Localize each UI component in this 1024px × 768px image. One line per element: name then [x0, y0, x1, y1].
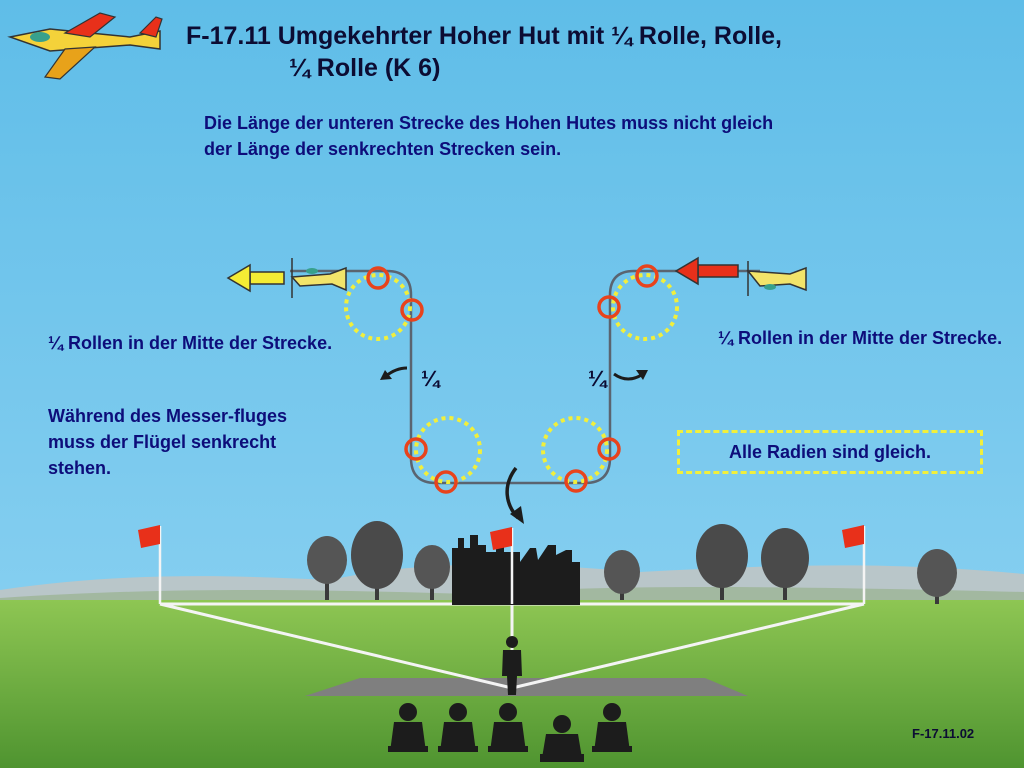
note-knife-edge: Während des Messer-fluges muss der Flüge… [48, 406, 288, 478]
entry-arrow-icon [674, 256, 739, 286]
roll-marker [366, 264, 659, 494]
figure-code: F-17.11.02 [912, 726, 975, 741]
arrowhead-icon [380, 370, 392, 380]
tree-icon [307, 521, 957, 604]
note-radii: Alle Radien sind gleich. [677, 430, 983, 474]
fraction-right: ¼ [588, 366, 607, 391]
arrowhead-icon [510, 506, 524, 524]
note-left-quarter-roll: ¼ Rollen in der Mitte der Strecke. [48, 333, 333, 353]
castle-silhouette-icon [452, 535, 580, 605]
page-title: F-17.11 Umgekehrter Hoher Hut mit ¼ Roll… [186, 22, 782, 50]
radius-circle [344, 273, 679, 484]
note-right-quarter-roll: ¼ Rollen in der Mitte der Strecke. [718, 328, 1003, 348]
page-title-continued: ¼ Rolle (K 6) [289, 54, 441, 82]
fraction-left: ¼ [421, 366, 440, 391]
runway [305, 678, 748, 696]
red-flag-icon [138, 525, 162, 604]
exit-arrow-icon [226, 263, 285, 293]
flight-path [290, 269, 760, 485]
judge-silhouette-icon [388, 703, 632, 762]
aerobatic-plane-icon [290, 258, 347, 298]
arrowhead-icon [636, 370, 648, 380]
aerobatic-plane-icon [7, 12, 163, 80]
aerobatic-plane-icon [746, 261, 807, 296]
red-flag-icon [490, 527, 514, 604]
pilot-silhouette-icon [502, 636, 522, 695]
description-text: Die Länge der unteren Strecke des Hohen … [204, 113, 774, 159]
red-flag-icon [842, 525, 866, 604]
